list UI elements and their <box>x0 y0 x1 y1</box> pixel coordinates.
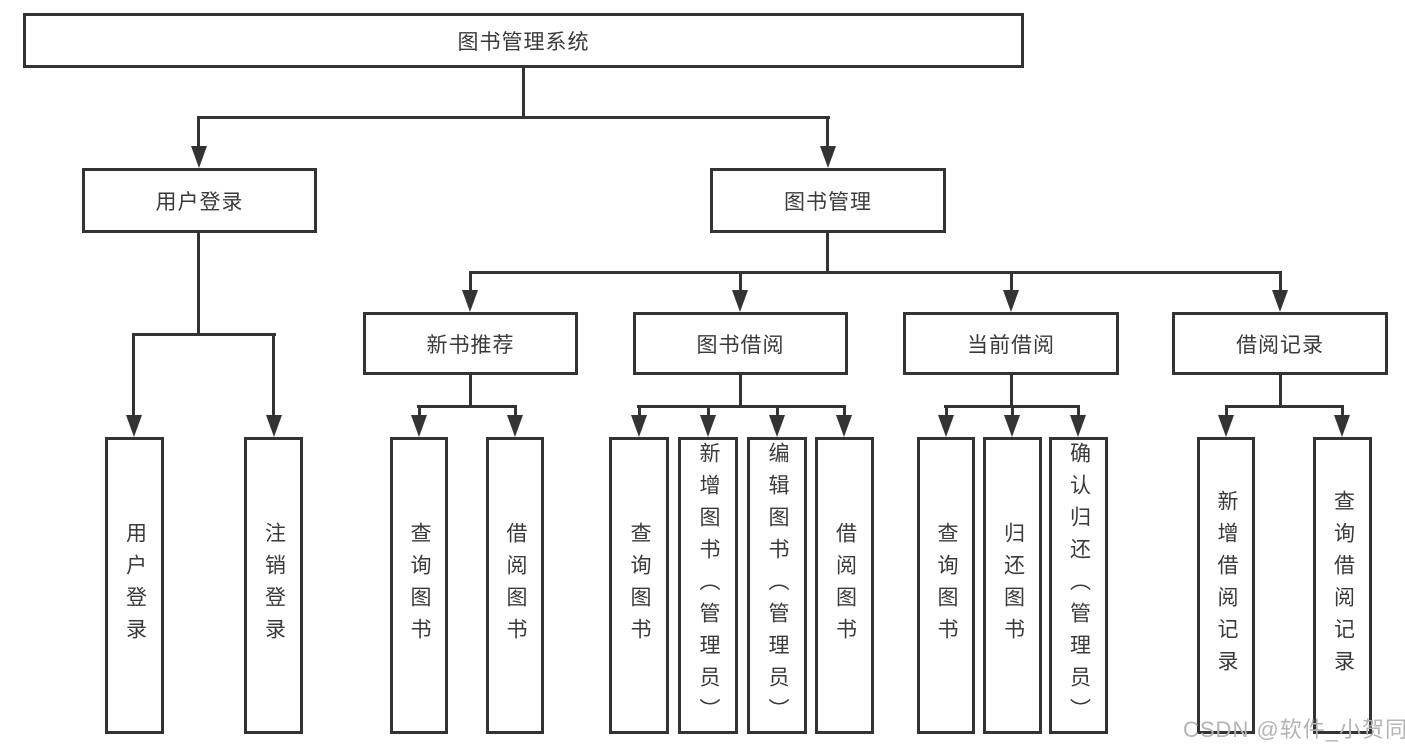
connector-root-stem <box>522 68 525 118</box>
connector-user-login-rail <box>132 333 276 336</box>
node-book-management: 图书管理 <box>710 168 946 233</box>
arrow-down-icon <box>938 415 954 437</box>
node-book-borrowing-label: 图书借阅 <box>696 333 785 357</box>
node-library-system-label: 图书管理系统 <box>457 30 590 54</box>
leaf-return-books-label: 归还图书 <box>1001 521 1025 650</box>
arrow-down-icon <box>631 415 647 437</box>
leaf-query-books-borrowing-label: 查询图书 <box>628 521 651 650</box>
connector-to-leaf-logout <box>272 333 275 417</box>
leaf-query-borrow-record-label: 查询借阅记录 <box>1331 489 1355 682</box>
connector-new-book-rail <box>417 405 517 408</box>
connector-leaf-stem <box>1011 405 1014 418</box>
connector-current-borrowing-stem <box>1010 375 1013 408</box>
leaf-confirm-return-admin: 确认归还（管理员） <box>1049 437 1108 734</box>
node-book-borrowing: 图书借阅 <box>633 312 848 375</box>
connector-to-current-borrowing <box>1010 271 1013 292</box>
node-new-book-recommend: 新书推荐 <box>363 312 578 375</box>
leaf-add-borrow-record: 新增借阅记录 <box>1197 437 1255 734</box>
leaf-query-books-borrowing: 查询图书 <box>609 437 669 734</box>
arrow-down-icon <box>462 290 478 312</box>
node-new-book-recommend-label: 新书推荐 <box>426 333 515 357</box>
leaf-logout: 注销登录 <box>244 437 303 734</box>
leaf-query-borrow-record: 查询借阅记录 <box>1313 437 1372 734</box>
connector-book-management-stem <box>826 233 829 274</box>
connector-leaf-stem <box>1225 405 1228 418</box>
node-borrowing-records-label: 借阅记录 <box>1236 333 1324 357</box>
connector-leaf-stem <box>776 405 779 418</box>
leaf-query-books-recommend-label: 查询图书 <box>408 521 431 650</box>
leaf-add-borrow-record-label: 新增借阅记录 <box>1215 489 1238 682</box>
leaf-borrow-books: 借阅图书 <box>815 437 874 734</box>
arrow-down-icon <box>700 415 716 437</box>
leaf-borrow-books-recommend: 借阅图书 <box>486 437 544 734</box>
leaf-query-books-current-label: 查询图书 <box>935 521 958 650</box>
connector-leaf-stem <box>843 405 846 418</box>
connector-book-borrowing-stem <box>739 375 742 408</box>
arrow-down-icon <box>836 415 852 437</box>
node-user-login-label: 用户登录 <box>155 190 244 214</box>
arrow-down-icon <box>820 146 836 168</box>
connector-leaf-stem <box>1077 405 1080 418</box>
leaf-edit-books-admin: 编辑图书（管理员） <box>747 437 807 734</box>
node-current-borrowing-label: 当前借阅 <box>967 333 1055 357</box>
connector-leaf-stem <box>707 405 710 418</box>
arrow-down-icon <box>1334 415 1350 437</box>
connector-leaf-stem <box>945 405 948 418</box>
connector-borrowing-records-stem <box>1279 375 1282 408</box>
leaf-confirm-return-admin-label: 确认归还（管理员） <box>1067 441 1091 730</box>
connector-root-rail <box>197 116 830 119</box>
connector-book-management-rail <box>469 271 1282 274</box>
node-user-login: 用户登录 <box>82 168 317 233</box>
connector-leaf-stem <box>514 405 517 418</box>
arrow-down-icon <box>732 290 748 312</box>
connector-new-book-stem <box>469 375 472 408</box>
arrow-down-icon <box>507 415 523 437</box>
leaf-add-books-admin-label: 新增图书（管理员） <box>697 441 720 730</box>
leaf-edit-books-admin-label: 编辑图书（管理员） <box>766 441 789 730</box>
leaf-user-login: 用户登录 <box>105 437 164 734</box>
connector-leaf-stem <box>638 405 641 418</box>
connector-book-borrowing-rail <box>637 405 846 408</box>
connector-to-book-management <box>826 116 829 150</box>
leaf-logout-label: 注销登录 <box>262 521 286 650</box>
leaf-return-books: 归还图书 <box>983 437 1042 734</box>
watermark: CSDN @软件_小贺同学 <box>1183 717 1405 742</box>
connector-to-new-book <box>469 271 472 292</box>
leaf-query-books-current: 查询图书 <box>917 437 975 734</box>
connector-leaf-stem <box>418 405 421 418</box>
arrow-down-icon <box>266 415 282 437</box>
arrow-down-icon <box>1070 415 1086 437</box>
node-library-system: 图书管理系统 <box>23 13 1024 68</box>
arrow-down-icon <box>769 415 785 437</box>
connector-to-borrowing-records <box>1279 271 1282 292</box>
connector-to-leaf-user-login <box>132 333 135 417</box>
connector-borrowing-records-rail <box>1225 405 1344 408</box>
arrow-down-icon <box>411 415 427 437</box>
node-borrowing-records: 借阅记录 <box>1172 312 1388 375</box>
arrow-down-icon <box>1003 290 1019 312</box>
node-book-management-label: 图书管理 <box>784 190 872 214</box>
arrow-down-icon <box>1218 415 1234 437</box>
arrow-down-icon <box>126 415 142 437</box>
leaf-borrow-books-label: 借阅图书 <box>833 521 857 650</box>
arrow-down-icon <box>191 146 207 168</box>
leaf-query-books-recommend: 查询图书 <box>390 437 448 734</box>
node-current-borrowing: 当前借阅 <box>903 312 1119 375</box>
leaf-add-books-admin: 新增图书（管理员） <box>678 437 738 734</box>
arrow-down-icon <box>1272 290 1288 312</box>
leaf-borrow-books-recommend-label: 借阅图书 <box>504 521 527 650</box>
leaf-user-login-label: 用户登录 <box>123 521 147 650</box>
connector-user-login-stem <box>197 233 200 336</box>
connector-to-book-borrowing <box>739 271 742 292</box>
connector-leaf-stem <box>1341 405 1344 418</box>
arrow-down-icon <box>1004 415 1020 437</box>
connector-to-user-login <box>197 116 200 150</box>
